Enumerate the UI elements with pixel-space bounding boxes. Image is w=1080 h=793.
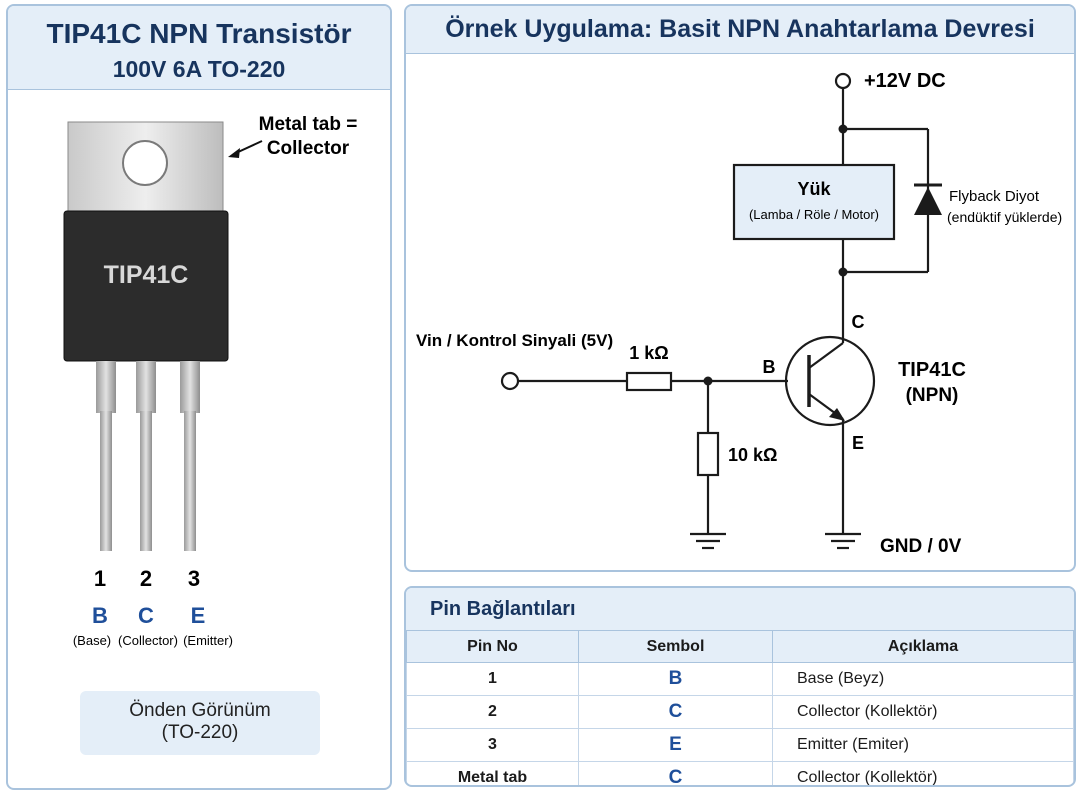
pin-connections-panel: Pin Bağlantıları Pin No Sembol Açıklama … bbox=[404, 586, 1076, 787]
emitter-arrow bbox=[829, 408, 845, 421]
lead-3 bbox=[184, 411, 196, 551]
pin-table: Pin No Sembol Açıklama 1 B Base (Beyz) 2… bbox=[406, 630, 1074, 785]
r1-label: 1 kΩ bbox=[629, 343, 668, 363]
pin-1-number: 1 bbox=[94, 566, 106, 591]
r2-label: 10 kΩ bbox=[728, 445, 777, 465]
diode-label: Flyback Diyot bbox=[949, 188, 1040, 205]
flyback-diode-triangle bbox=[914, 187, 942, 215]
front-view-label: Önden Görünüm (TO-220) bbox=[80, 691, 320, 755]
front-view-line1: Önden Görünüm bbox=[129, 700, 271, 721]
switching-circuit-schematic: +12V DC Yük (Lamba / Röle / Motor) Flyba… bbox=[416, 70, 1062, 557]
col-header-symbol: Sembol bbox=[578, 630, 773, 663]
table-row: Metal tab C Collector (Kollektör) bbox=[406, 761, 1074, 785]
panel-subtitle: 100V 6A TO-220 bbox=[112, 56, 286, 82]
load-subtitle: (Lamba / Röle / Motor) bbox=[749, 207, 879, 222]
lead-1 bbox=[100, 411, 112, 551]
transistor-type: (NPN) bbox=[906, 385, 959, 406]
base-resistor-1k bbox=[625, 371, 673, 392]
supply-terminal bbox=[834, 72, 852, 90]
pin-cell: 2 bbox=[406, 695, 579, 729]
body-marking: TIP41C bbox=[104, 261, 189, 289]
transistor-label: TIP41C bbox=[898, 359, 966, 381]
table-row: 1 B Base (Beyz) bbox=[406, 662, 1074, 696]
mounting-hole bbox=[122, 140, 168, 186]
junction-dot-bottom bbox=[838, 267, 848, 277]
diode-note: (endüktif yüklerde) bbox=[947, 209, 1062, 225]
base-label: B bbox=[763, 357, 776, 377]
pin-1-symbol: B bbox=[92, 603, 108, 628]
lead-1-shoulder bbox=[96, 361, 116, 413]
collector-label: C bbox=[852, 312, 865, 332]
pin-3-number: 3 bbox=[188, 566, 200, 591]
table-row: 2 C Collector (Kollektör) bbox=[406, 695, 1074, 729]
symbol-cell: B bbox=[578, 662, 773, 696]
pin-cell: 1 bbox=[406, 662, 579, 696]
transistor-panel-header: TIP41C NPN Transistör 100V 6A TO-220 bbox=[8, 6, 390, 90]
transistor-panel: TIP41C NPN Transistör 100V 6A TO-220 TIP… bbox=[6, 4, 392, 790]
pin-2-number: 2 bbox=[140, 566, 152, 591]
pin-table-title: Pin Bağlantıları bbox=[406, 588, 1074, 630]
symbol-cell: E bbox=[578, 728, 773, 762]
table-row: 3 E Emitter (Emiter) bbox=[406, 728, 1074, 762]
description-cell: Collector (Kollektör) bbox=[772, 761, 1074, 785]
transistor-collector-lead bbox=[808, 342, 844, 369]
transistor-circle bbox=[784, 335, 876, 427]
pin-table-header-row: Pin No Sembol Açıklama bbox=[406, 630, 1074, 663]
pin-3-name: (Emitter) bbox=[183, 633, 233, 648]
lead-2 bbox=[140, 411, 152, 551]
tab-arrow-head bbox=[228, 148, 240, 158]
junction-dot-top bbox=[838, 124, 848, 134]
symbol-cell: C bbox=[578, 761, 773, 785]
pin-2-name: (Collector) bbox=[118, 633, 178, 648]
lead-3-shoulder bbox=[180, 361, 200, 413]
junction-dot-base bbox=[703, 376, 713, 386]
lead-2-shoulder bbox=[136, 361, 156, 413]
description-cell: Base (Beyz) bbox=[772, 662, 1074, 696]
to220-illustration: TIP41C Metal tab = Collector 1 2 3 B C E… bbox=[63, 114, 358, 648]
tab-label-line1: Metal tab = bbox=[259, 114, 358, 135]
description-cell: Collector (Kollektör) bbox=[772, 695, 1074, 729]
description-cell: Emitter (Emiter) bbox=[772, 728, 1074, 762]
pin-3-symbol: E bbox=[191, 603, 206, 628]
pin-cell: Metal tab bbox=[406, 761, 579, 785]
pin-2-symbol: C bbox=[138, 603, 154, 628]
col-header-description: Açıklama bbox=[772, 630, 1074, 663]
panel-title: TIP41C NPN Transistör bbox=[46, 18, 352, 49]
ground-label: GND / 0V bbox=[880, 536, 962, 557]
emitter-label: E bbox=[852, 433, 864, 453]
pulldown-resistor-10k bbox=[696, 431, 720, 477]
tab-arrow-line bbox=[235, 140, 263, 154]
symbol-cell: C bbox=[578, 695, 773, 729]
input-label: Vin / Kontrol Sinyali (5V) bbox=[416, 331, 613, 350]
load-box bbox=[732, 163, 896, 241]
circuit-panel-title: Örnek Uygulama: Basit NPN Anahtarlama De… bbox=[406, 6, 1074, 54]
supply-label: +12V DC bbox=[864, 70, 946, 92]
col-header-pin-no: Pin No bbox=[406, 630, 579, 663]
pin-cell: 3 bbox=[406, 728, 579, 762]
pin-1-name: (Base) bbox=[73, 633, 111, 648]
input-terminal bbox=[500, 371, 520, 391]
front-view-line2: (TO-220) bbox=[161, 722, 239, 743]
tab-label-line2: Collector bbox=[267, 138, 350, 159]
circuit-panel: Örnek Uygulama: Basit NPN Anahtarlama De… bbox=[404, 4, 1076, 572]
load-title: Yük bbox=[797, 179, 831, 199]
